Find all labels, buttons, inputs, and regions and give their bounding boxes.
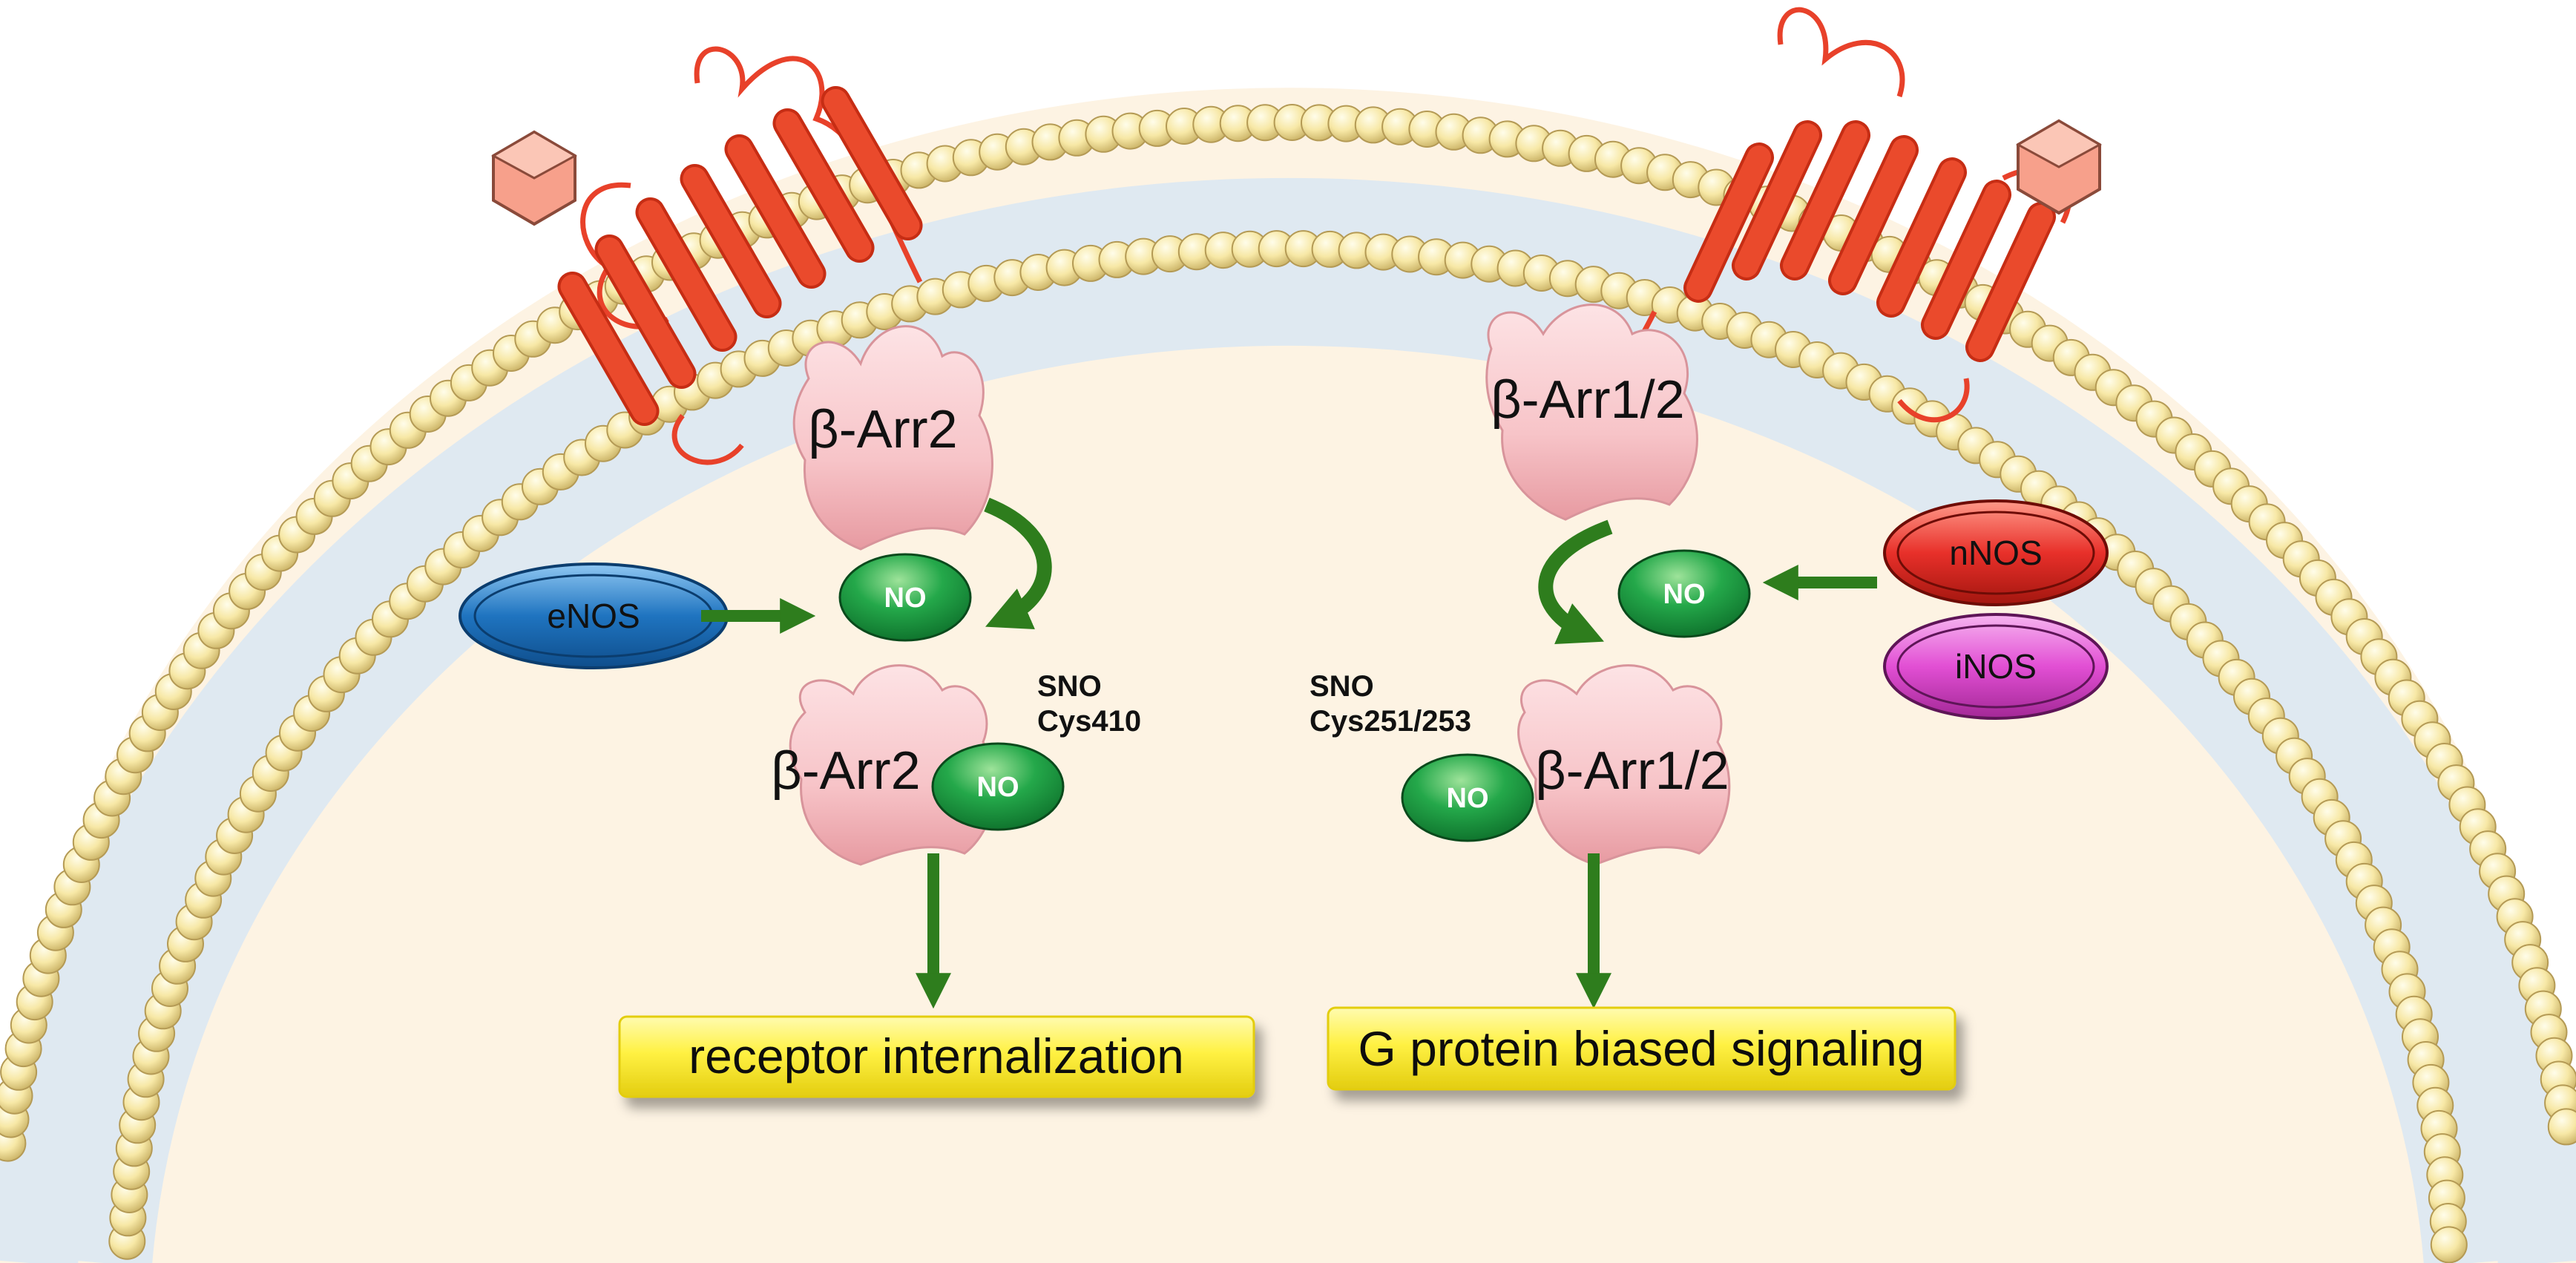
no-oval-right-free: NO — [1617, 549, 1751, 638]
curved-arrow-right — [1538, 519, 1613, 645]
no-right-free-label: NO — [1663, 579, 1706, 610]
no-oval-left-free: NO — [838, 553, 972, 642]
inos-enzyme: iNOS — [1883, 613, 2109, 720]
ligand-right — [2015, 119, 2103, 215]
arrestin-right-modified-label: β-Arr1/2 — [1535, 741, 1729, 801]
inos-label: iNOS — [1955, 647, 2037, 686]
no-left-bound-label: NO — [977, 772, 1019, 803]
enos-enzyme: eNOS — [459, 562, 729, 669]
arrestin-right-top-label: β-Arr1/2 — [1491, 370, 1684, 430]
outcome-right-label: G protein biased signaling — [1358, 1021, 1924, 1076]
cell-membrane — [0, 88, 2576, 1263]
no-oval-right-bound: NO — [1401, 753, 1534, 842]
sno-site-left: SNO Cys410 — [1037, 670, 1141, 738]
sno-right-line2: Cys251/253 — [1310, 705, 1471, 738]
gpcr-receptor-left — [557, 46, 923, 465]
ligand-left — [490, 130, 578, 226]
lipid-head — [2547, 1108, 2576, 1146]
nnos-enzyme: nNOS — [1883, 499, 2109, 606]
outcome-box-left: receptor internalization — [618, 1015, 1255, 1098]
enos-label: eNOS — [547, 597, 640, 635]
lipid-head — [2430, 1226, 2468, 1263]
nnos-label: nNOS — [1949, 534, 2042, 572]
no-oval-left-bound: NO — [931, 742, 1065, 831]
outcome-box-right: G protein biased signaling — [1327, 1006, 1956, 1091]
sno-right-line1: SNO — [1310, 670, 1374, 703]
sno-left-line1: SNO — [1037, 670, 1102, 703]
no-right-bound-label: NO — [1447, 783, 1489, 814]
no-left-free-label: NO — [884, 583, 927, 614]
arrestin-left-modified-label: β-Arr2 — [771, 741, 920, 801]
gpcr-receptor-right — [1592, 7, 2072, 439]
arrestin-right-top: β-Arr1/2 — [1485, 304, 1698, 521]
sno-site-right: SNO Cys251/253 — [1310, 670, 1471, 738]
sno-left-line2: Cys410 — [1037, 705, 1141, 738]
arrestin-right-modified: β-Arr1/2 — [1517, 664, 1731, 866]
arrestin-left-modified: β-Arr2 — [771, 664, 996, 866]
arrestin-left-top-label: β-Arr2 — [808, 400, 957, 459]
curved-arrow-left — [984, 497, 1052, 630]
arrestin-left-top: β-Arr2 — [792, 325, 993, 551]
outcome-left-label: receptor internalization — [689, 1029, 1184, 1083]
